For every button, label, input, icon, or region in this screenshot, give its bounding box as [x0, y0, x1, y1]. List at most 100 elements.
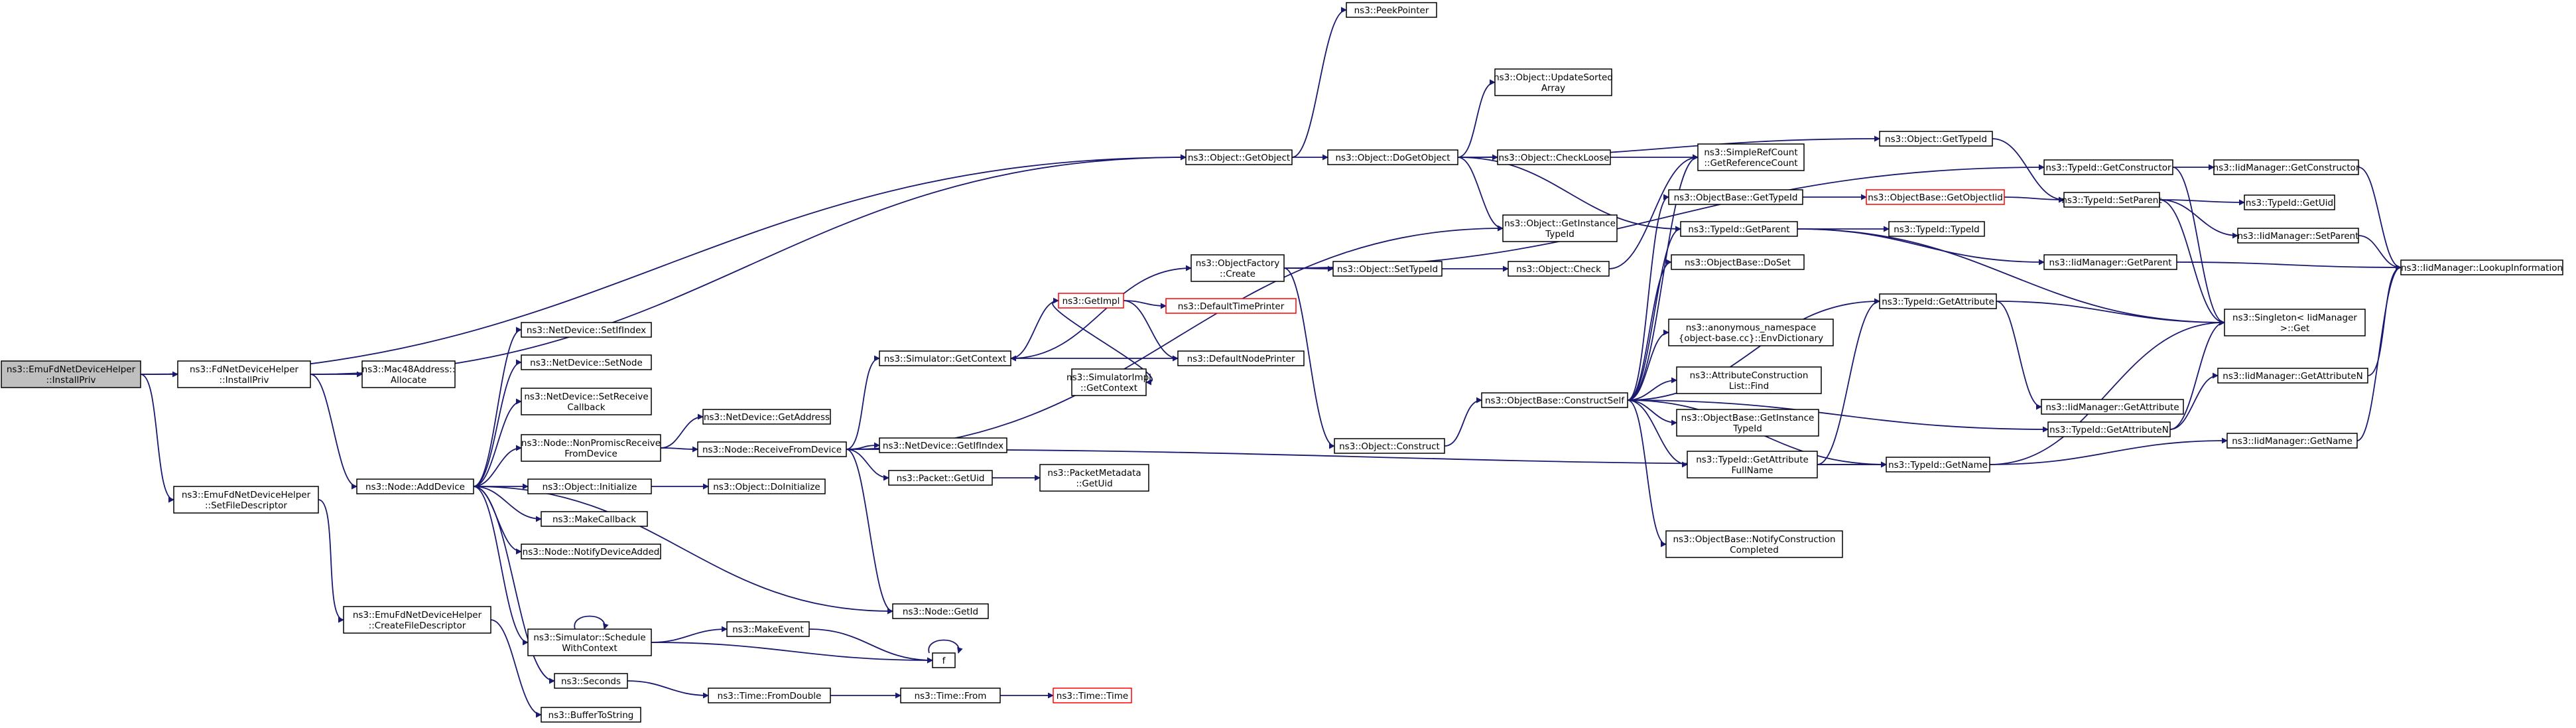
node-ns3-object-settypeid[interactable]: ns3::Object::SetTypeId [1332, 261, 1443, 277]
node-box[interactable] [2043, 254, 2177, 270]
node-box[interactable] [2043, 159, 2173, 175]
node-ns3-object-construct[interactable]: ns3::Object::Construct [1334, 438, 1445, 454]
node-ns3-makeevent[interactable]: ns3::MakeEvent [726, 621, 810, 637]
node-box[interactable] [1058, 293, 1124, 309]
node-box[interactable] [879, 350, 1011, 366]
node-box[interactable] [892, 603, 989, 619]
node-ns3-object-checkloose[interactable]: ns3::Object::CheckLoose [1497, 149, 1611, 165]
node-ns3-makecallback[interactable]: ns3::MakeCallback [541, 511, 648, 527]
node-ns3-object-initialize[interactable]: ns3::Object::Initialize [527, 478, 652, 494]
node-box[interactable] [2244, 194, 2335, 210]
node-box[interactable] [2047, 421, 2171, 437]
node-box[interactable] [2400, 259, 2563, 275]
node-box[interactable] [177, 360, 311, 388]
node-box[interactable] [541, 511, 648, 527]
node-ns3-iidmanager-getattributen[interactable]: ns3::IidManager::GetAttributeN [2217, 368, 2368, 384]
node-box[interactable] [1687, 451, 1818, 478]
node-box[interactable] [554, 673, 628, 689]
node-box[interactable] [879, 437, 1007, 453]
node-box[interactable] [1327, 149, 1458, 165]
node-box[interactable] [1332, 261, 1443, 277]
node-ns3-node-getid[interactable]: ns3::Node::GetId [892, 603, 989, 619]
node-box[interactable] [1697, 143, 1805, 171]
node-ns3-objectfactory-create[interactable]: ns3::ObjectFactory::Create [1191, 254, 1285, 282]
node-ns3-typeid-getname[interactable]: ns3::TypeId::GetName [1886, 457, 1990, 473]
node-box[interactable] [1191, 254, 1285, 282]
node-box[interactable] [1, 360, 141, 388]
node-ns3-typeid-getconstructor[interactable]: ns3::TypeId::GetConstructor [2043, 159, 2173, 175]
node-box[interactable] [521, 544, 661, 559]
node-ns3-typeid-getattribute[interactable]: ns3::TypeId::GetAttribute [1879, 293, 1997, 309]
node-ns3-mac48address-allocate[interactable]: ns3::Mac48Address::Allocate [361, 360, 456, 388]
node-box[interactable] [1053, 688, 1132, 703]
node-f[interactable]: f [932, 652, 956, 668]
node-ns3-getimpl[interactable]: ns3::GetImpl [1058, 293, 1124, 309]
node-ns3-simulator-getcontext[interactable]: ns3::Simulator::GetContext [879, 350, 1011, 366]
node-ns3-buffertostring[interactable]: ns3::BufferToString [541, 707, 641, 723]
node-ns3-packet-getuid[interactable]: ns3::Packet::GetUid [888, 470, 993, 486]
node-ns3-objectbase-constructself[interactable]: ns3::ObjectBase::ConstructSelf [1481, 392, 1628, 408]
node-ns3-objectbase-doset[interactable]: ns3::ObjectBase::DoSet [1671, 254, 1805, 270]
node-box[interactable] [521, 354, 652, 370]
node-box[interactable] [527, 478, 652, 494]
node-ns3-time-from[interactable]: ns3::Time::From [900, 688, 1001, 703]
node-ns3-fdnetdevicehelper-installpriv[interactable]: ns3::FdNetDeviceHelper::InstallPriv [177, 360, 311, 388]
node-box[interactable] [1185, 149, 1293, 165]
node-ns3-netdevice-setifindex[interactable]: ns3::NetDevice::SetIfIndex [521, 322, 652, 338]
node-ns3-object-gettypeid[interactable]: ns3::Object::GetTypeId [1879, 131, 1993, 147]
node-box[interactable] [1039, 464, 1149, 492]
node-ns3-iidmanager-getconstructor[interactable]: ns3::IidManager::GetConstructor [2213, 159, 2360, 175]
node-ns3-object-getobject[interactable]: ns3::Object::GetObject [1185, 149, 1293, 165]
node-ns3-object-doinitialize[interactable]: ns3::Object::DoInitialize [708, 478, 826, 494]
node-box[interactable] [521, 434, 661, 462]
node-ns3-defaulttimeprinter[interactable]: ns3::DefaultTimePrinter [1165, 298, 1297, 314]
node-box[interactable] [726, 621, 810, 637]
node-ns3-emufdnetdevicehelper-installpriv[interactable]: ns3::EmuFdNetDeviceHelper::InstallPriv [1, 360, 141, 388]
node-ns3-time-time[interactable]: ns3::Time::Time [1053, 688, 1132, 703]
node-ns3-peekpointer[interactable]: ns3::PeekPointer [1346, 2, 1437, 18]
node-box[interactable] [2213, 159, 2359, 175]
node-ns3-netdevice-getifindex[interactable]: ns3::NetDevice::GetIfIndex [879, 437, 1007, 453]
node-box[interactable] [1668, 319, 1834, 346]
node-box[interactable] [2237, 228, 2359, 244]
node-ns3-emufdnetdevicehelper-setfiledescriptor[interactable]: ns3::EmuFdNetDeviceHelper::SetFileDescri… [173, 486, 319, 514]
node-box[interactable] [1508, 261, 1610, 277]
node-box[interactable] [708, 478, 826, 494]
node-ns3-typeid-typeid[interactable]: ns3::TypeId::TypeId [1888, 221, 1985, 237]
node-box[interactable] [1668, 189, 1803, 205]
node-box[interactable] [708, 688, 831, 703]
node-box[interactable] [932, 652, 956, 668]
node-box[interactable] [1346, 2, 1437, 18]
node-ns3-packetmetadata-getuid[interactable]: ns3::PacketMetadata::GetUid [1039, 464, 1149, 492]
node-box[interactable] [343, 606, 491, 634]
node-ns3-time-fromdouble[interactable]: ns3::Time::FromDouble [708, 688, 831, 703]
node-box[interactable] [1866, 189, 2005, 205]
node-box[interactable] [2226, 433, 2358, 449]
node-ns3-typeid-getparent[interactable]: ns3::TypeId::GetParent [1680, 221, 1798, 237]
node-ns3-simulatorimpl-getcontext[interactable]: ns3::SimulatorImpl::GetContext [1066, 368, 1151, 396]
node-box[interactable] [521, 322, 652, 338]
node-box[interactable] [1886, 457, 1990, 473]
node-box[interactable] [1497, 149, 1611, 165]
node-ns3-node-notifydeviceadded[interactable]: ns3::Node::NotifyDeviceAdded [521, 544, 661, 559]
node-ns3-objectbase-notifyconstructioncompleted[interactable]: ns3::ObjectBase::NotifyConstructionCompl… [1665, 530, 1843, 558]
node-box[interactable] [2041, 399, 2184, 415]
node-box[interactable] [1671, 254, 1805, 270]
node-ns3-iidmanager-getparent[interactable]: ns3::IidManager::GetParent [2043, 254, 2177, 270]
node-ns3-anonymous-namespace-object-base-cc-envdictionary[interactable]: ns3::anonymous_namespace{object-base.cc}… [1668, 319, 1834, 346]
node-box[interactable] [527, 628, 652, 656]
node-box[interactable] [888, 470, 993, 486]
node-ns3-netdevice-getaddress[interactable]: ns3::NetDevice::GetAddress [702, 409, 831, 425]
node-ns3-iidmanager-setparent[interactable]: ns3::IidManager::SetParent [2237, 228, 2359, 244]
node-box[interactable] [541, 707, 641, 723]
node-ns3-iidmanager-lookupinformation[interactable]: ns3::IidManager::LookupInformation [2400, 259, 2563, 275]
node-box[interactable] [900, 688, 1001, 703]
node-ns3-defaultnodeprinter[interactable]: ns3::DefaultNodePrinter [1177, 350, 1305, 366]
node-box[interactable] [1879, 293, 1997, 309]
node-ns3-typeid-getattributen[interactable]: ns3::TypeId::GetAttributeN [2047, 421, 2171, 437]
